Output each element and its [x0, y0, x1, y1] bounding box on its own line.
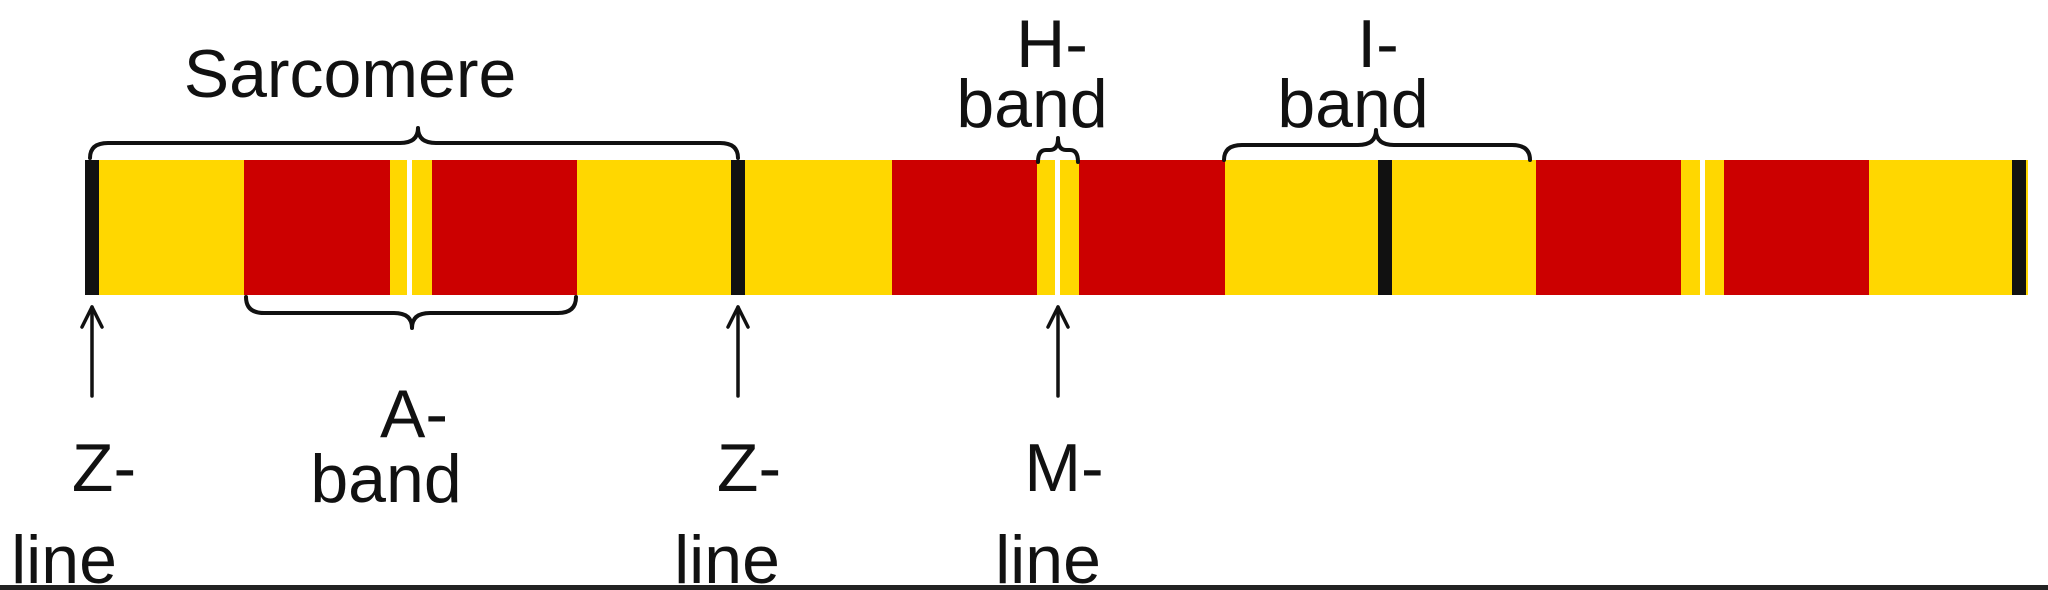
m-line-arrow: [1046, 305, 1070, 398]
m-line-2: [1055, 160, 1060, 295]
a-band-segment-1a: [244, 160, 390, 295]
m-line-label-line2: line: [995, 522, 1101, 590]
h-band-label-line2: band: [956, 66, 1107, 142]
m-line-1: [407, 160, 412, 295]
z-line-1-label-line1: Z-: [72, 430, 136, 506]
a-band-segment-1b: [432, 160, 577, 295]
i-band-label-line2: band: [1277, 66, 1428, 142]
i-band-brace: [1222, 128, 1532, 162]
myofibril-strip: [85, 160, 2028, 295]
i-band-label-line1: I-: [1357, 6, 1399, 82]
z-line-2-label-line1: Z-: [717, 430, 781, 506]
m-line-label-line1: M-: [1024, 430, 1103, 506]
z-line-1: [85, 160, 99, 295]
a-band-label-line2: band: [310, 441, 461, 517]
m-line-3: [1700, 160, 1705, 295]
a-band-segment-2b: [1079, 160, 1225, 295]
sarcomere-label: Sarcomere: [184, 36, 517, 112]
a-band-segment-2a: [892, 160, 1037, 295]
a-band-segment-3a: [1536, 160, 1681, 295]
z-line-1-arrow: [80, 305, 104, 398]
h-band-label-line1: H-: [1016, 6, 1088, 82]
z-line-2-arrow: [726, 305, 750, 398]
z-line-2-label-line2: line: [674, 522, 780, 590]
z-line-1-label-line2: line: [11, 522, 117, 590]
a-band-brace: [244, 295, 578, 330]
a-band-label-line1: A-: [380, 376, 448, 452]
z-line-4: [2012, 160, 2026, 295]
z-line-2: [731, 160, 745, 295]
bottom-rule: [0, 585, 2048, 590]
h-band-brace: [1036, 136, 1080, 164]
sarcomere-brace: [88, 126, 740, 160]
z-line-3: [1378, 160, 1392, 295]
a-band-segment-3b: [1724, 160, 1869, 295]
